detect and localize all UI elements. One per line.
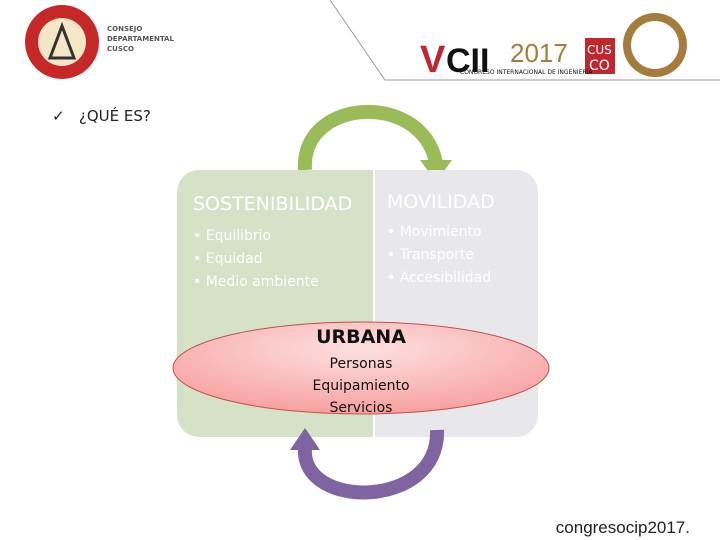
heading-text: ¿QUÉ ES? bbox=[78, 107, 151, 125]
svg-text:CII: CII bbox=[446, 42, 489, 80]
header-divider bbox=[329, 0, 720, 81]
svg-text:CO: CO bbox=[589, 58, 610, 74]
footer-url: congresocip2017. bbox=[555, 518, 690, 537]
org-line: DEPARTAMENTAL bbox=[107, 35, 174, 43]
org-name: CONSEJO DEPARTAMENTAL CUSCO bbox=[107, 24, 174, 54]
urbana-ellipse bbox=[172, 321, 550, 415]
list-item: Equilibrio bbox=[193, 225, 373, 248]
list-item: Equidad bbox=[193, 248, 373, 271]
list-item: Medio ambiente bbox=[193, 271, 373, 294]
org-line: CUSCO bbox=[107, 45, 134, 53]
check-icon: ✓ bbox=[52, 107, 65, 125]
svg-text:CONGRESO INTERNACIONAL DE INGE: CONGRESO INTERNACIONAL DE INGENIERÍA bbox=[460, 69, 593, 76]
svg-text:2017: 2017 bbox=[510, 38, 568, 68]
purple-cycle-arrow bbox=[297, 429, 445, 500]
list-item: Transporte bbox=[387, 244, 538, 267]
list-item: Equipamiento bbox=[312, 378, 410, 394]
urbana-list: Personas Equipamiento Servicios bbox=[172, 353, 550, 419]
svg-text:CUS: CUS bbox=[587, 43, 612, 57]
green-cycle-arrow bbox=[297, 104, 444, 172]
vcii-logo: V CII 2017 CUS CO CONGRESO INTERNACIONAL… bbox=[420, 13, 687, 81]
svg-text:V: V bbox=[420, 39, 446, 81]
list-item: Servicios bbox=[329, 400, 393, 416]
list-item: Movimiento bbox=[387, 221, 538, 244]
purple-arrowhead bbox=[290, 428, 320, 450]
list-item: Accesibilidad bbox=[387, 267, 538, 290]
list-item: Personas bbox=[329, 356, 393, 372]
cip-logo bbox=[25, 5, 99, 79]
slide-heading: ✓ ¿QUÉ ES? bbox=[52, 107, 151, 125]
org-line: CONSEJO bbox=[107, 25, 143, 33]
panel-title: SOSTENIBILIDAD bbox=[193, 193, 353, 215]
urbana-title: URBANA bbox=[316, 326, 406, 348]
panel-title: MOVILIDAD bbox=[387, 191, 495, 213]
